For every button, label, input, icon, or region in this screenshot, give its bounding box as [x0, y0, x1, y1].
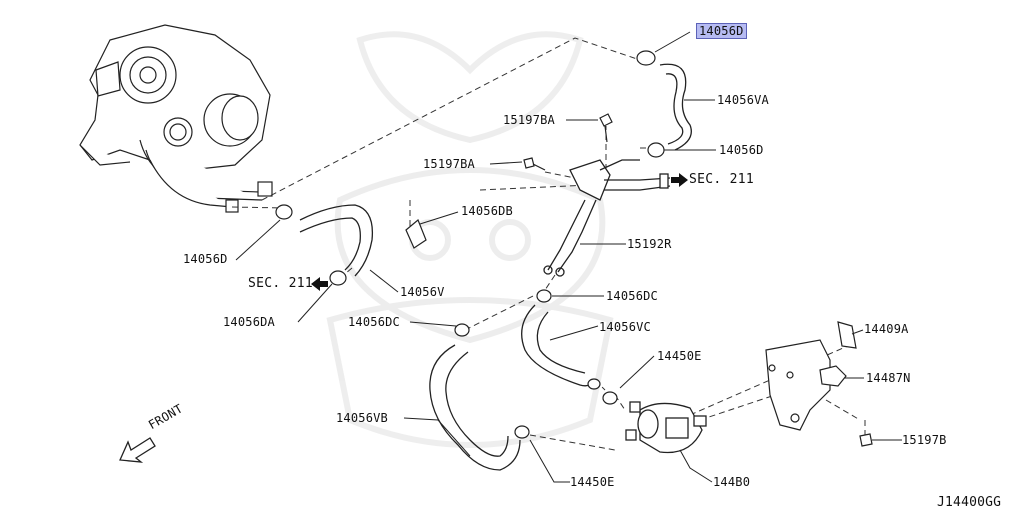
part-label-144b0[interactable]: 144B0	[713, 475, 751, 489]
part-label-14056db[interactable]: 14056DB	[461, 204, 513, 218]
part-label-14450e[interactable]: 14450E	[657, 349, 702, 363]
arrow-left-icon	[311, 277, 328, 291]
watermark-emblem	[326, 31, 614, 448]
part-label-15197b[interactable]: 15197B	[902, 433, 947, 447]
part-label-15197ba[interactable]: 15197BA	[503, 113, 555, 127]
part-label-14487n[interactable]: 14487N	[866, 371, 911, 385]
part-label-14056v[interactable]: 14056V	[400, 285, 445, 299]
part-label-14056dc[interactable]: 14056DC	[606, 289, 658, 303]
part-label-14056d[interactable]: 14056D	[719, 143, 764, 157]
part-label-15197ba[interactable]: 15197BA	[423, 157, 475, 171]
turbocharger-drawing	[79, 24, 273, 213]
solenoid-valve	[625, 401, 707, 454]
part-label-14409a[interactable]: 14409A	[864, 322, 909, 336]
part-label-14056va[interactable]: 14056VA	[717, 93, 769, 107]
part-label-14056vc[interactable]: 14056VC	[599, 320, 651, 334]
pipe-assembly	[543, 159, 671, 277]
arrow-right-icon	[671, 173, 688, 187]
leader-lines	[235, 31, 902, 483]
front-arrow-icon	[119, 437, 156, 463]
part-label-14056da[interactable]: 14056DA	[223, 315, 275, 329]
part-label-14056dc[interactable]: 14056DC	[348, 315, 400, 329]
part-label-14450e[interactable]: 14450E	[570, 475, 615, 489]
part-label-14056vb[interactable]: 14056VB	[336, 411, 388, 425]
diagram-reference-code: J14400GG	[937, 495, 1002, 510]
part-label-14056d[interactable]: 14056D	[183, 252, 228, 266]
bracket-assembly	[765, 321, 857, 431]
part-label-15192r[interactable]: 15192R	[627, 237, 672, 251]
section-reference-sec-211[interactable]: SEC. 211	[689, 172, 755, 187]
section-reference-sec-211[interactable]: SEC. 211	[248, 276, 314, 291]
part-label-14056d-highlighted[interactable]: 14056D	[696, 23, 747, 39]
bolts	[523, 113, 873, 447]
clamps	[275, 50, 665, 439]
